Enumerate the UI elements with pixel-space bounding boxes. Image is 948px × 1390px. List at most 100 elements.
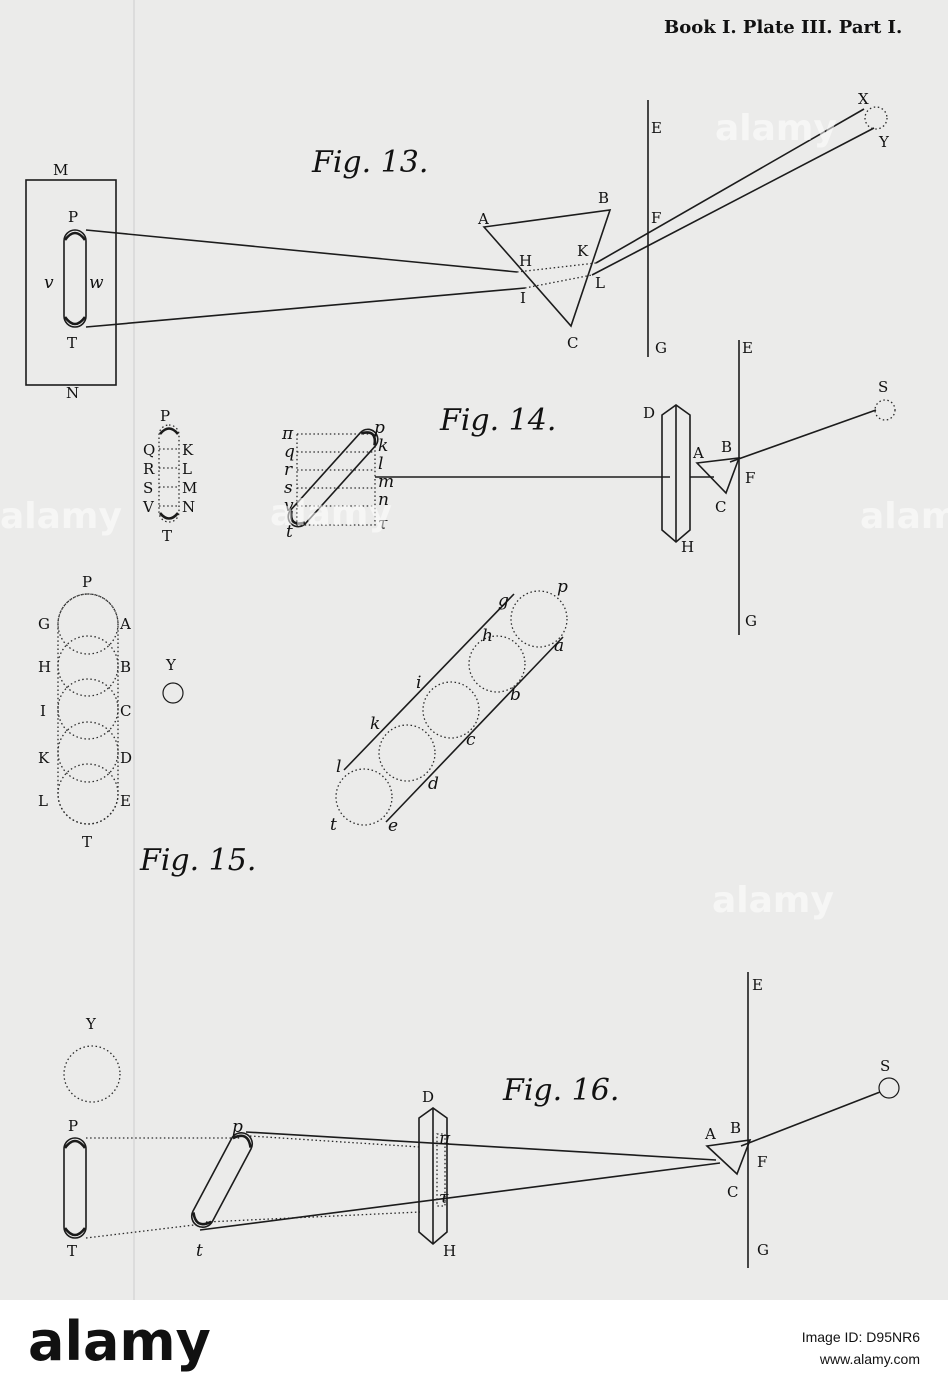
fig15-label-a-it: a bbox=[554, 636, 564, 656]
fig14-label-r-it: r bbox=[284, 460, 293, 480]
fig13-label-v: v bbox=[44, 273, 54, 293]
fig16-circle-y bbox=[63, 1045, 121, 1103]
fig15-circle-le bbox=[335, 768, 393, 826]
fig15-tangent-lower bbox=[385, 636, 564, 823]
fig14-label-m: M bbox=[182, 479, 197, 497]
stock-footer: alamy Image ID: D95NR6 www.alamy.com bbox=[0, 1300, 948, 1390]
fig14-label-v-it: v bbox=[284, 496, 294, 516]
fig15-circle-ic bbox=[422, 681, 480, 739]
fig15-label-b-it: b bbox=[510, 685, 521, 705]
fig14-label-e: E bbox=[742, 339, 753, 357]
fig15-label-l-it: l bbox=[336, 757, 341, 777]
fig13-ray-p bbox=[85, 229, 518, 273]
fig14-spectrum-pt bbox=[158, 424, 180, 523]
plate-drawing: Book I. Plate III. Part I. Fig. 13. M P … bbox=[0, 0, 948, 1300]
fig13-label-m: M bbox=[53, 161, 68, 179]
fig15-label-g-it: g bbox=[498, 591, 509, 611]
fig14-spectrum-top-shade bbox=[158, 427, 180, 435]
fig16-ray-t bbox=[199, 1162, 721, 1231]
watermark-edge: alamy bbox=[860, 496, 948, 537]
fig16-sun-s bbox=[878, 1077, 900, 1099]
fig15-label-t: T bbox=[82, 833, 92, 851]
fig15-circle-hb bbox=[468, 635, 526, 693]
fig15-label-k-it: k bbox=[370, 714, 380, 734]
fig15-circle-d bbox=[57, 721, 119, 783]
fig13-label-i: I bbox=[520, 289, 526, 307]
fig13-label-x: X bbox=[858, 90, 869, 108]
watermark-center: alamy bbox=[270, 493, 392, 534]
fig16-prism-abc bbox=[705, 1139, 752, 1176]
fig14-label-p: P bbox=[160, 407, 170, 425]
fig14-oblique-spectrum bbox=[287, 428, 379, 528]
fig13-label-k: K bbox=[577, 242, 589, 260]
fig15-label-i: I bbox=[40, 702, 46, 720]
fig15-tangent-upper bbox=[343, 593, 515, 771]
fig15-circle-kd bbox=[378, 724, 436, 782]
fig14-label-l-it: l bbox=[378, 454, 383, 474]
fig-15-title: Fig. 15. bbox=[139, 843, 256, 878]
fig16-label-b: B bbox=[730, 1119, 741, 1137]
fig-14-title: Fig. 14. bbox=[439, 403, 556, 438]
fig15-label-p-it: p bbox=[557, 577, 568, 597]
footer-image-id: Image ID: D95NR6 bbox=[802, 1329, 920, 1345]
fig13-ray-y bbox=[591, 127, 875, 276]
fig13-label-n: N bbox=[66, 384, 79, 402]
fig14-label-h: H bbox=[681, 538, 694, 556]
fig15-label-b: B bbox=[120, 658, 131, 676]
fig14-label-k: K bbox=[182, 441, 194, 459]
watermark-top-right: alamy bbox=[715, 108, 837, 149]
fig14-ray-sun bbox=[729, 409, 877, 463]
fig13-label-h: H bbox=[519, 252, 532, 270]
fig13-label-b: B bbox=[598, 189, 609, 207]
fig13-prism-abc bbox=[482, 209, 612, 328]
fig16-lens-image bbox=[436, 1133, 446, 1207]
fig15-circle-c bbox=[57, 678, 119, 740]
fig14-label-l: L bbox=[182, 460, 192, 478]
fig14-label-q: Q bbox=[143, 441, 155, 459]
fig14-spectrum-bottom-shade bbox=[158, 512, 180, 520]
fig15-label-l: L bbox=[38, 792, 48, 810]
watermark-right: alamy bbox=[712, 880, 834, 921]
fig15-circle-pa bbox=[510, 590, 568, 648]
fig15-circle-a bbox=[57, 593, 119, 655]
fig16-label-a: A bbox=[704, 1125, 716, 1143]
fig13-label-p: P bbox=[68, 208, 78, 226]
fig15-label-d-it: d bbox=[428, 774, 439, 794]
fig15-label-i-it: i bbox=[416, 673, 421, 693]
fig13-label-y: Y bbox=[878, 133, 890, 151]
fig14-label-k-it: k bbox=[378, 436, 388, 456]
fig16-label-e: E bbox=[752, 976, 763, 994]
fig13-inner-ray-hk bbox=[516, 262, 597, 273]
fig15-column-outline bbox=[57, 593, 119, 825]
fig13-spectrum-top-shade bbox=[63, 231, 87, 241]
fig14-label-f: F bbox=[745, 469, 755, 487]
fig16-label-f: F bbox=[757, 1153, 767, 1171]
fig16-dotted-t bbox=[85, 1224, 195, 1239]
fig16-ray-p bbox=[245, 1131, 717, 1161]
plate-header: Book I. Plate III. Part I. bbox=[664, 17, 902, 38]
fig14-label-b: B bbox=[721, 438, 732, 456]
fig14-label-m-it: m bbox=[378, 472, 394, 492]
fig14-label-tau: τ bbox=[378, 514, 388, 534]
fig14-label-s-sun: S bbox=[878, 378, 888, 396]
fig14-label-n-it: n bbox=[378, 490, 389, 510]
fig14-label-r: R bbox=[143, 460, 155, 478]
fig16-label-t-it: t bbox=[196, 1241, 203, 1261]
fig15-label-c: C bbox=[120, 702, 131, 720]
fig16-label-y: Y bbox=[85, 1015, 97, 1033]
fig15-label-c-it: c bbox=[466, 730, 476, 750]
fig15-label-k: K bbox=[38, 749, 50, 767]
fig16-label-c: C bbox=[727, 1183, 738, 1201]
fig13-label-a: A bbox=[477, 210, 489, 228]
fig16-label-p-it: p bbox=[232, 1117, 243, 1137]
fig16-label-h: H bbox=[443, 1242, 456, 1260]
fig15-label-p: P bbox=[82, 573, 92, 591]
fig15-label-h: H bbox=[38, 658, 51, 676]
fig13-label-l: L bbox=[595, 274, 605, 292]
fig14-label-pi: π bbox=[281, 424, 294, 444]
fig16-label-g: G bbox=[757, 1241, 769, 1259]
fig15-label-e-it: e bbox=[388, 816, 398, 836]
fig14-label-g: G bbox=[745, 612, 757, 630]
fig16-dotted-t2 bbox=[205, 1211, 421, 1223]
fig14-label-s: S bbox=[143, 479, 153, 497]
